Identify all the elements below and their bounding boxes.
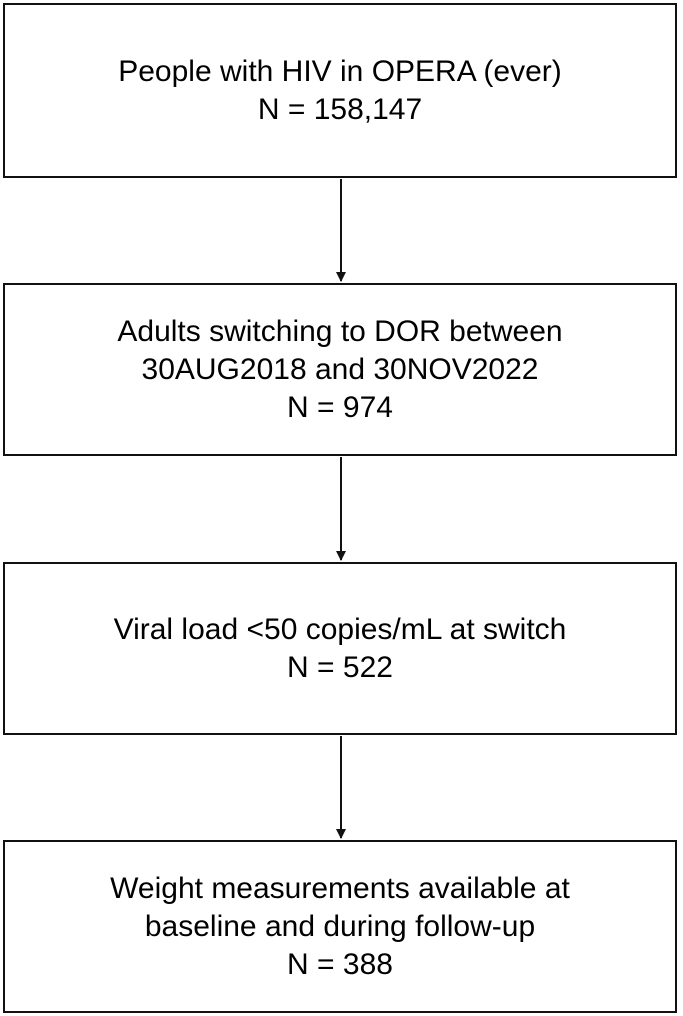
box-4-line-2: baseline and during follow-up [144, 909, 536, 943]
box-3-line-1: Viral load <50 copies/mL at switch [113, 612, 567, 646]
box-1-line-1: People with HIV in OPERA (ever) [118, 54, 562, 88]
box-1-count: N = 158,147 [257, 92, 423, 126]
flow-box-weight-measurements: Weight measurements available at baselin… [3, 840, 677, 1013]
box-2-line-2: 30AUG2018 and 30NOV2022 [141, 352, 539, 386]
box-2-line-1: Adults switching to DOR between [117, 314, 563, 348]
box-4-line-1: Weight measurements available at [110, 871, 570, 905]
flow-box-viral-load: Viral load <50 copies/mL at switch N = 5… [3, 562, 677, 735]
box-2-count: N = 974 [287, 390, 393, 424]
flow-box-opera-population: People with HIV in OPERA (ever) N = 158,… [3, 3, 677, 178]
box-4-count: N = 388 [287, 947, 393, 981]
flow-box-dor-switchers: Adults switching to DOR between 30AUG201… [3, 283, 677, 456]
box-3-count: N = 522 [287, 650, 393, 684]
